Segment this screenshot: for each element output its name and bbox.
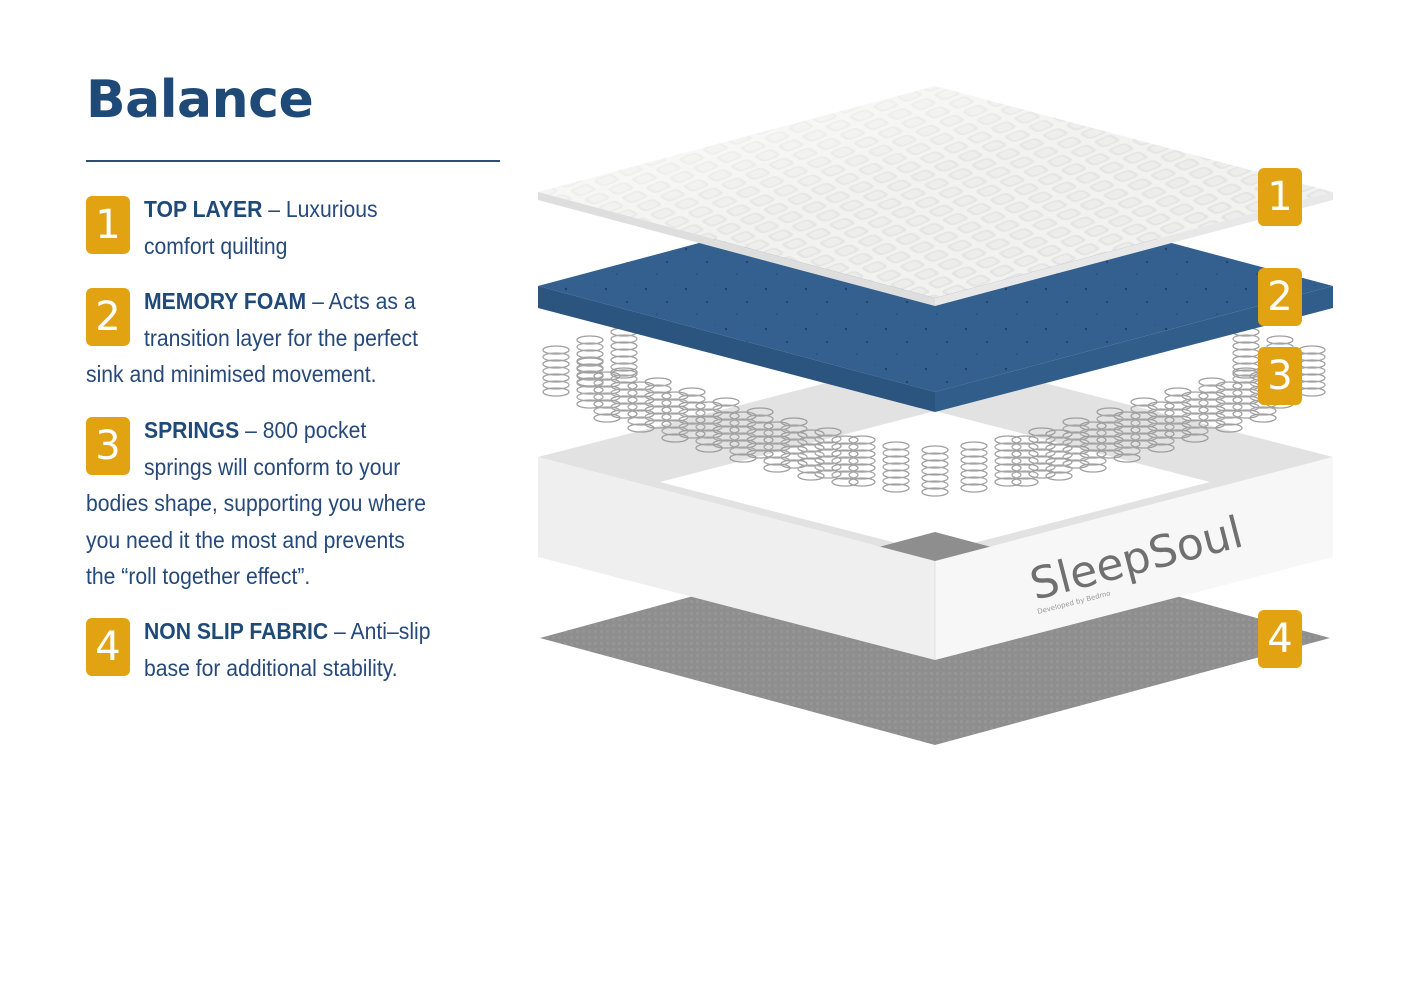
number-badge: 1 bbox=[86, 196, 130, 254]
feature-line: sink and minimised movement. bbox=[86, 361, 377, 387]
feature-springs: 3 SPRINGS – 800 pocket springs will conf… bbox=[86, 417, 456, 595]
feature-description: NON SLIP FABRIC – Anti–slip base for add… bbox=[86, 613, 454, 686]
feature-line: the “roll together effect”. bbox=[86, 563, 311, 589]
feature-non-slip-fabric: 4 NON SLIP FABRIC – Anti–slip base for a… bbox=[86, 618, 456, 686]
page-title: Balance bbox=[86, 70, 314, 130]
separator: – bbox=[262, 196, 286, 222]
callout-badge-2: 2 bbox=[1258, 268, 1302, 326]
separator: – bbox=[239, 417, 263, 443]
feature-line: bodies shape, supporting you where bbox=[86, 490, 426, 516]
title-divider bbox=[86, 160, 500, 162]
feature-heading: SPRINGS bbox=[143, 417, 240, 443]
feature-description: TOP LAYER – Luxurious comfort quilting bbox=[86, 191, 454, 264]
feature-heading: TOP LAYER bbox=[143, 196, 263, 222]
feature-description: SPRINGS – 800 pocket springs will confor… bbox=[86, 412, 454, 595]
number-badge: 2 bbox=[86, 288, 130, 346]
feature-line: base for additional stability. bbox=[143, 654, 398, 681]
feature-line: transition layer for the perfect bbox=[143, 324, 419, 351]
feature-description: MEMORY FOAM – Acts as a transition layer… bbox=[86, 283, 454, 393]
feature-line: comfort quilting bbox=[143, 232, 288, 259]
feature-top-layer: 1 TOP LAYER – Luxurious comfort quilting bbox=[86, 196, 456, 264]
feature-heading: MEMORY FOAM bbox=[143, 288, 307, 314]
feature-heading: NON SLIP FABRIC bbox=[143, 618, 329, 644]
feature-line: 800 pocket bbox=[262, 417, 367, 443]
top-quilting-layer bbox=[538, 86, 1333, 306]
separator: – bbox=[328, 618, 351, 644]
number-badge: 3 bbox=[86, 417, 130, 475]
separator: – bbox=[306, 288, 329, 314]
callout-badge-3: 3 bbox=[1258, 347, 1302, 405]
feature-line: springs will conform to your bbox=[143, 453, 401, 480]
number-badge: 4 bbox=[86, 618, 130, 676]
feature-line: you need it the most and prevents bbox=[86, 526, 405, 553]
feature-line: Luxurious bbox=[285, 196, 378, 222]
callout-badge-1: 1 bbox=[1258, 168, 1302, 226]
feature-memory-foam: 2 MEMORY FOAM – Acts as a transition lay… bbox=[86, 288, 456, 393]
callout-badge-4: 4 bbox=[1258, 610, 1302, 668]
feature-line: Acts as a bbox=[328, 288, 416, 314]
feature-line: Anti–slip bbox=[350, 618, 431, 644]
